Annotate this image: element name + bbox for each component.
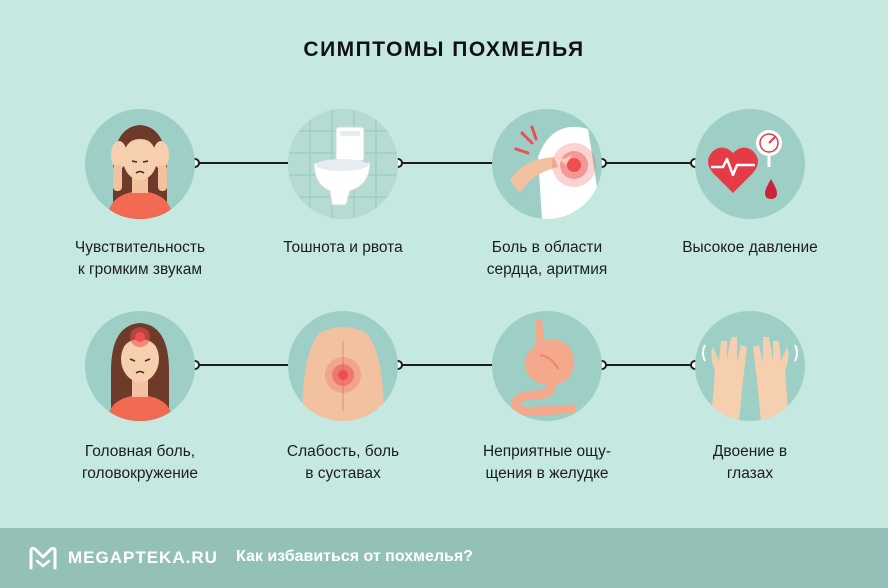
brand-name[interactable]: MEGAPTEKA.RU	[68, 548, 218, 567]
symptom-label: Боль в области сердца, аритмия	[486, 239, 608, 278]
symptom-label: Двоение в глазах	[712, 443, 788, 482]
megapteka-logo-icon[interactable]	[28, 545, 58, 571]
connector-line	[195, 364, 697, 366]
trembling-hands-icon	[695, 311, 805, 421]
toilet-icon	[288, 109, 398, 219]
symptom-label: Слабость, боль в суставах	[286, 443, 400, 482]
symptom-label: Тошнота и рвота	[283, 239, 403, 256]
footer-article-link[interactable]: Как избавиться от похмелья?	[236, 548, 473, 565]
footer-bar: MEGAPTEKA.RU Как избавиться от похмелья?	[0, 528, 888, 588]
page-title: СИМПТОМЫ ПОХМЕЛЬЯ	[303, 38, 585, 61]
back-pain-icon	[288, 311, 398, 421]
symptom-label: Головная боль, головокружение	[81, 443, 199, 482]
symptoms-row-2: Головная боль, головокружение Слабость, …	[0, 311, 888, 482]
stomach-icon	[492, 311, 602, 421]
symptom-label: Чувствительность к громким звукам	[74, 239, 206, 278]
dizzy-woman-icon	[85, 311, 195, 421]
connector-line	[195, 162, 697, 164]
symptom-label: Высокое давление	[682, 239, 818, 256]
heart-pain-chest-icon	[492, 109, 602, 219]
symptom-label: Неприятные ощу- щения в желудке	[482, 443, 612, 482]
headache-hands-woman-icon	[85, 109, 195, 219]
symptoms-row-1: Чувствительность к громким звукам Тошнот…	[0, 109, 888, 278]
heart-pressure-gauge-icon	[695, 109, 805, 219]
